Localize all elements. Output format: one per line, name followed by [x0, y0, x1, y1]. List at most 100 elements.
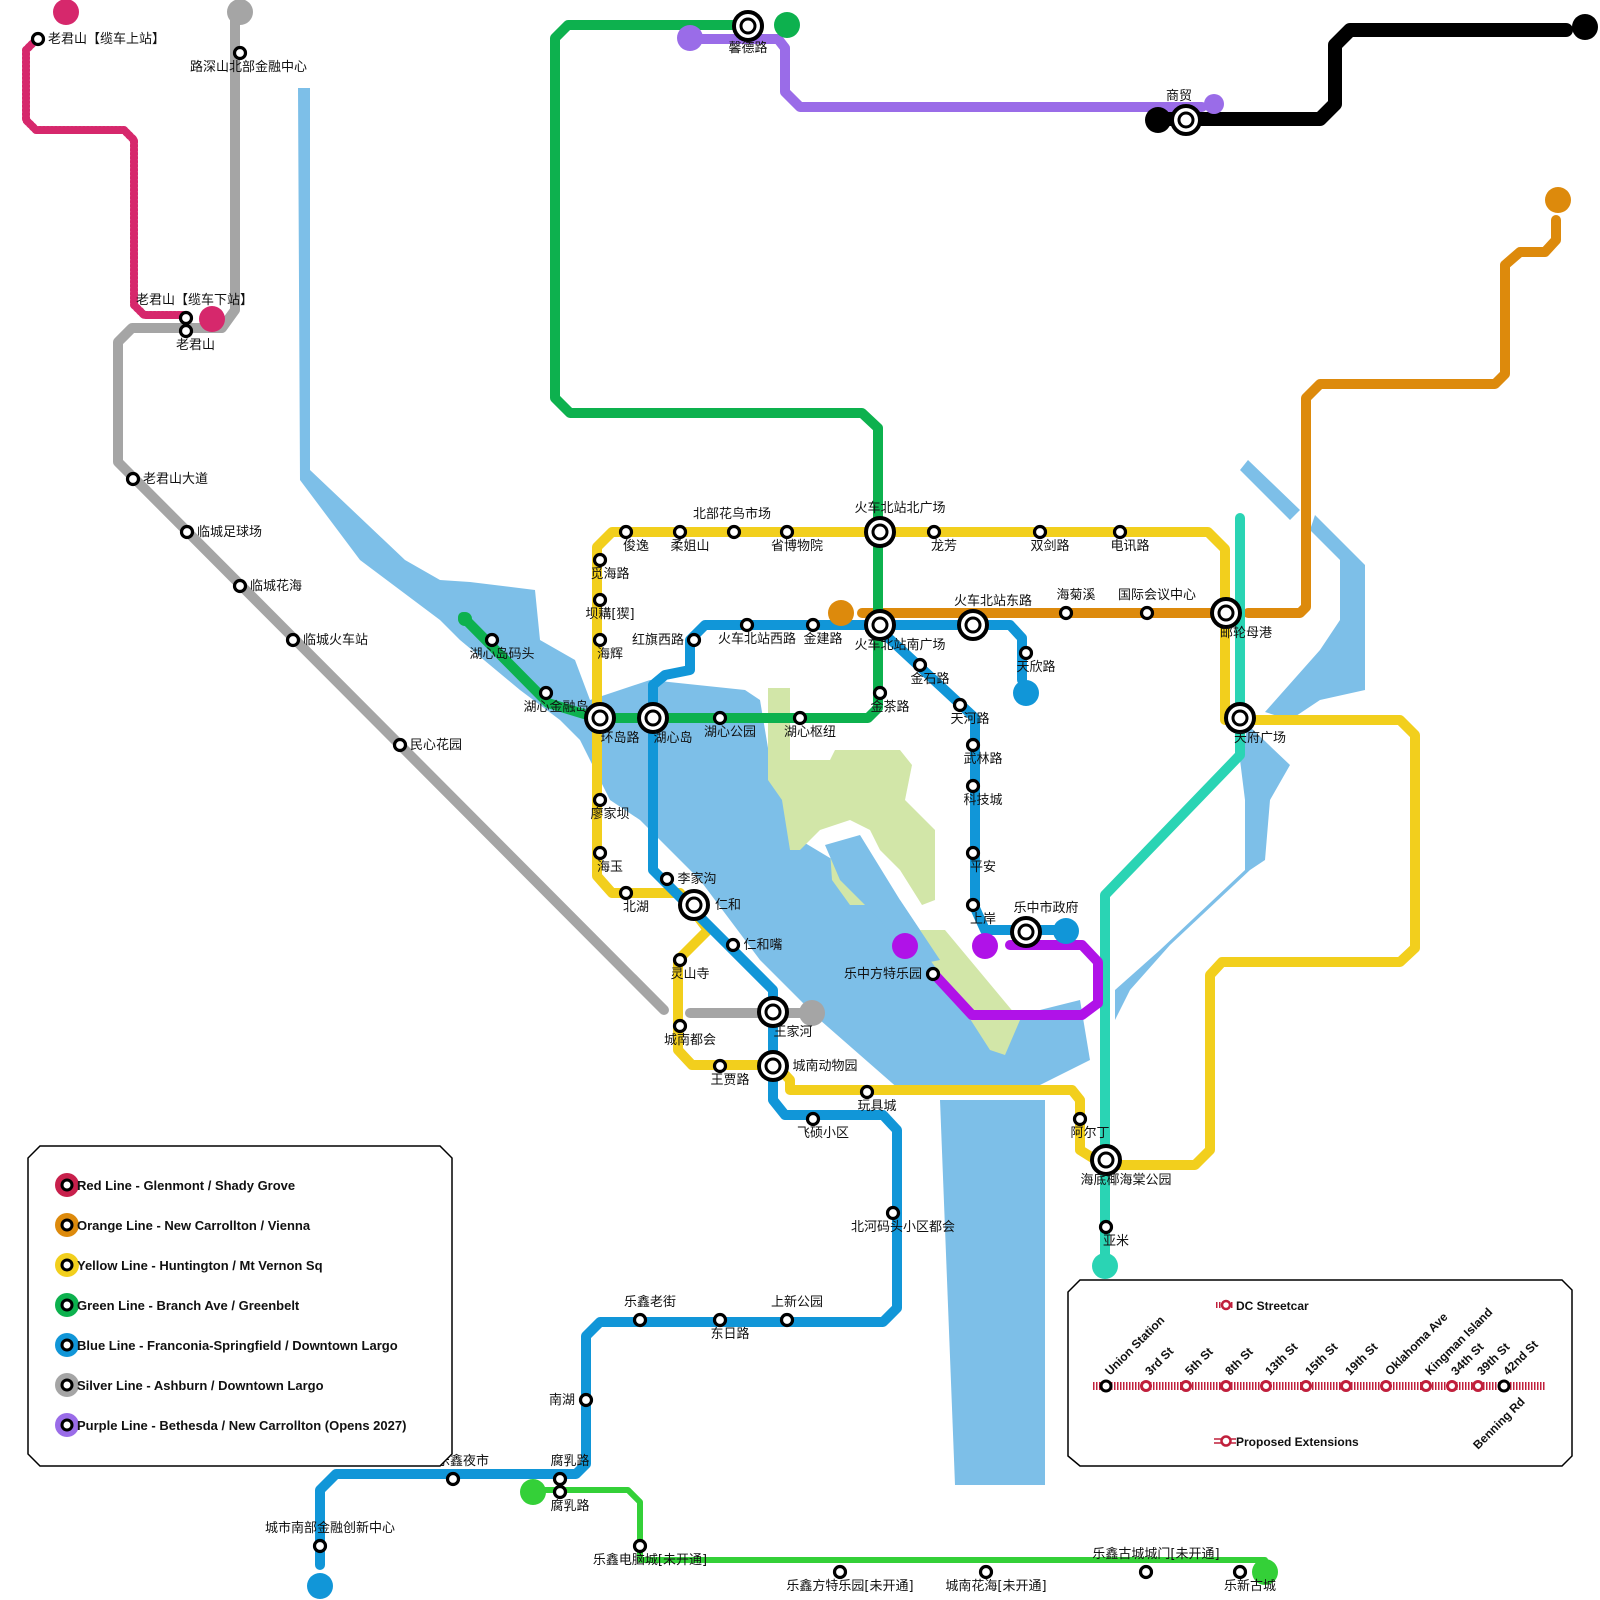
station[interactable] [178, 310, 194, 326]
station-marker[interactable] [792, 710, 808, 726]
station[interactable] [1224, 702, 1256, 734]
station-marker[interactable] [1018, 645, 1034, 661]
station-marker[interactable] [592, 845, 608, 861]
station-marker[interactable] [1072, 1111, 1088, 1127]
station[interactable] [445, 1471, 461, 1487]
station-marker[interactable] [952, 697, 968, 713]
streetcar-stop[interactable] [1260, 1380, 1272, 1392]
station[interactable] [592, 632, 608, 648]
station[interactable] [1058, 605, 1074, 621]
station-marker[interactable] [484, 632, 500, 648]
station[interactable] [179, 524, 195, 540]
streetcar-stop[interactable] [1472, 1380, 1484, 1392]
station-marker[interactable] [872, 685, 888, 701]
station-marker[interactable] [592, 592, 608, 608]
station[interactable] [732, 10, 764, 42]
station-marker[interactable] [859, 1084, 875, 1100]
station-marker[interactable] [965, 845, 981, 861]
station[interactable] [1032, 524, 1048, 540]
streetcar-stop[interactable] [1340, 1380, 1352, 1392]
station-marker[interactable] [618, 524, 634, 540]
station[interactable] [757, 1050, 789, 1082]
station[interactable] [864, 609, 896, 641]
streetcar-stop[interactable] [1446, 1380, 1458, 1392]
station-marker[interactable] [592, 792, 608, 808]
station-marker[interactable] [179, 524, 195, 540]
station-marker[interactable] [232, 578, 248, 594]
station[interactable] [1090, 1144, 1122, 1176]
station-marker[interactable] [125, 471, 141, 487]
station-marker[interactable] [552, 1471, 568, 1487]
station[interactable] [232, 45, 248, 61]
station[interactable] [592, 592, 608, 608]
station-marker[interactable] [178, 323, 194, 339]
station[interactable] [965, 845, 981, 861]
station[interactable] [1018, 645, 1034, 661]
station[interactable] [584, 702, 616, 734]
station-marker[interactable] [926, 524, 942, 540]
station-marker[interactable] [285, 632, 301, 648]
station-marker[interactable] [1138, 1564, 1154, 1580]
station[interactable] [864, 516, 896, 548]
station[interactable] [1170, 104, 1202, 136]
station-marker[interactable] [312, 1538, 328, 1554]
station-marker[interactable] [592, 632, 608, 648]
streetcar-stop[interactable] [1220, 1380, 1232, 1392]
station[interactable] [725, 937, 741, 953]
station[interactable] [659, 871, 675, 887]
station-marker[interactable] [1098, 1219, 1114, 1235]
station[interactable] [859, 1084, 875, 1100]
station[interactable] [632, 1538, 648, 1554]
station-marker[interactable] [659, 871, 675, 887]
station-marker[interactable] [538, 685, 554, 701]
station-marker[interactable] [30, 31, 46, 47]
station[interactable] [712, 1312, 728, 1328]
station-marker[interactable] [965, 778, 981, 794]
station[interactable] [1232, 1564, 1248, 1580]
station[interactable] [965, 778, 981, 794]
station[interactable] [872, 685, 888, 701]
station-marker[interactable] [712, 1058, 728, 1074]
station-marker[interactable] [618, 885, 634, 901]
station-marker[interactable] [672, 524, 688, 540]
station[interactable] [779, 524, 795, 540]
station[interactable] [578, 1392, 594, 1408]
station[interactable] [618, 885, 634, 901]
streetcar-stop[interactable] [1420, 1380, 1432, 1392]
station-marker[interactable] [672, 1018, 688, 1034]
station-marker[interactable] [725, 937, 741, 953]
station[interactable] [1139, 605, 1155, 621]
station[interactable] [618, 524, 634, 540]
station-marker[interactable] [712, 1312, 728, 1328]
station-marker[interactable] [672, 952, 688, 968]
station[interactable] [1112, 524, 1128, 540]
station[interactable] [965, 897, 981, 913]
station[interactable] [805, 617, 821, 633]
station[interactable] [1098, 1219, 1114, 1235]
station[interactable] [1010, 916, 1042, 948]
station[interactable] [832, 1564, 848, 1580]
station-marker[interactable] [632, 1538, 648, 1554]
station[interactable] [792, 710, 808, 726]
streetcar-stop[interactable] [1099, 1379, 1113, 1393]
station[interactable] [232, 578, 248, 594]
station-marker[interactable] [1032, 524, 1048, 540]
station[interactable] [739, 617, 755, 633]
streetcar-stop[interactable] [1180, 1380, 1192, 1392]
station-marker[interactable] [552, 1484, 568, 1500]
station-marker[interactable] [1139, 605, 1155, 621]
station[interactable] [978, 1564, 994, 1580]
station-marker[interactable] [805, 1111, 821, 1127]
station-marker[interactable] [779, 1312, 795, 1328]
station-marker[interactable] [965, 737, 981, 753]
station[interactable] [925, 966, 941, 982]
station-marker[interactable] [832, 1564, 848, 1580]
station[interactable] [178, 323, 194, 339]
station-marker[interactable] [779, 524, 795, 540]
station-marker[interactable] [965, 897, 981, 913]
station-marker[interactable] [726, 524, 742, 540]
station[interactable] [712, 710, 728, 726]
station[interactable] [538, 685, 554, 701]
station[interactable] [1138, 1564, 1154, 1580]
